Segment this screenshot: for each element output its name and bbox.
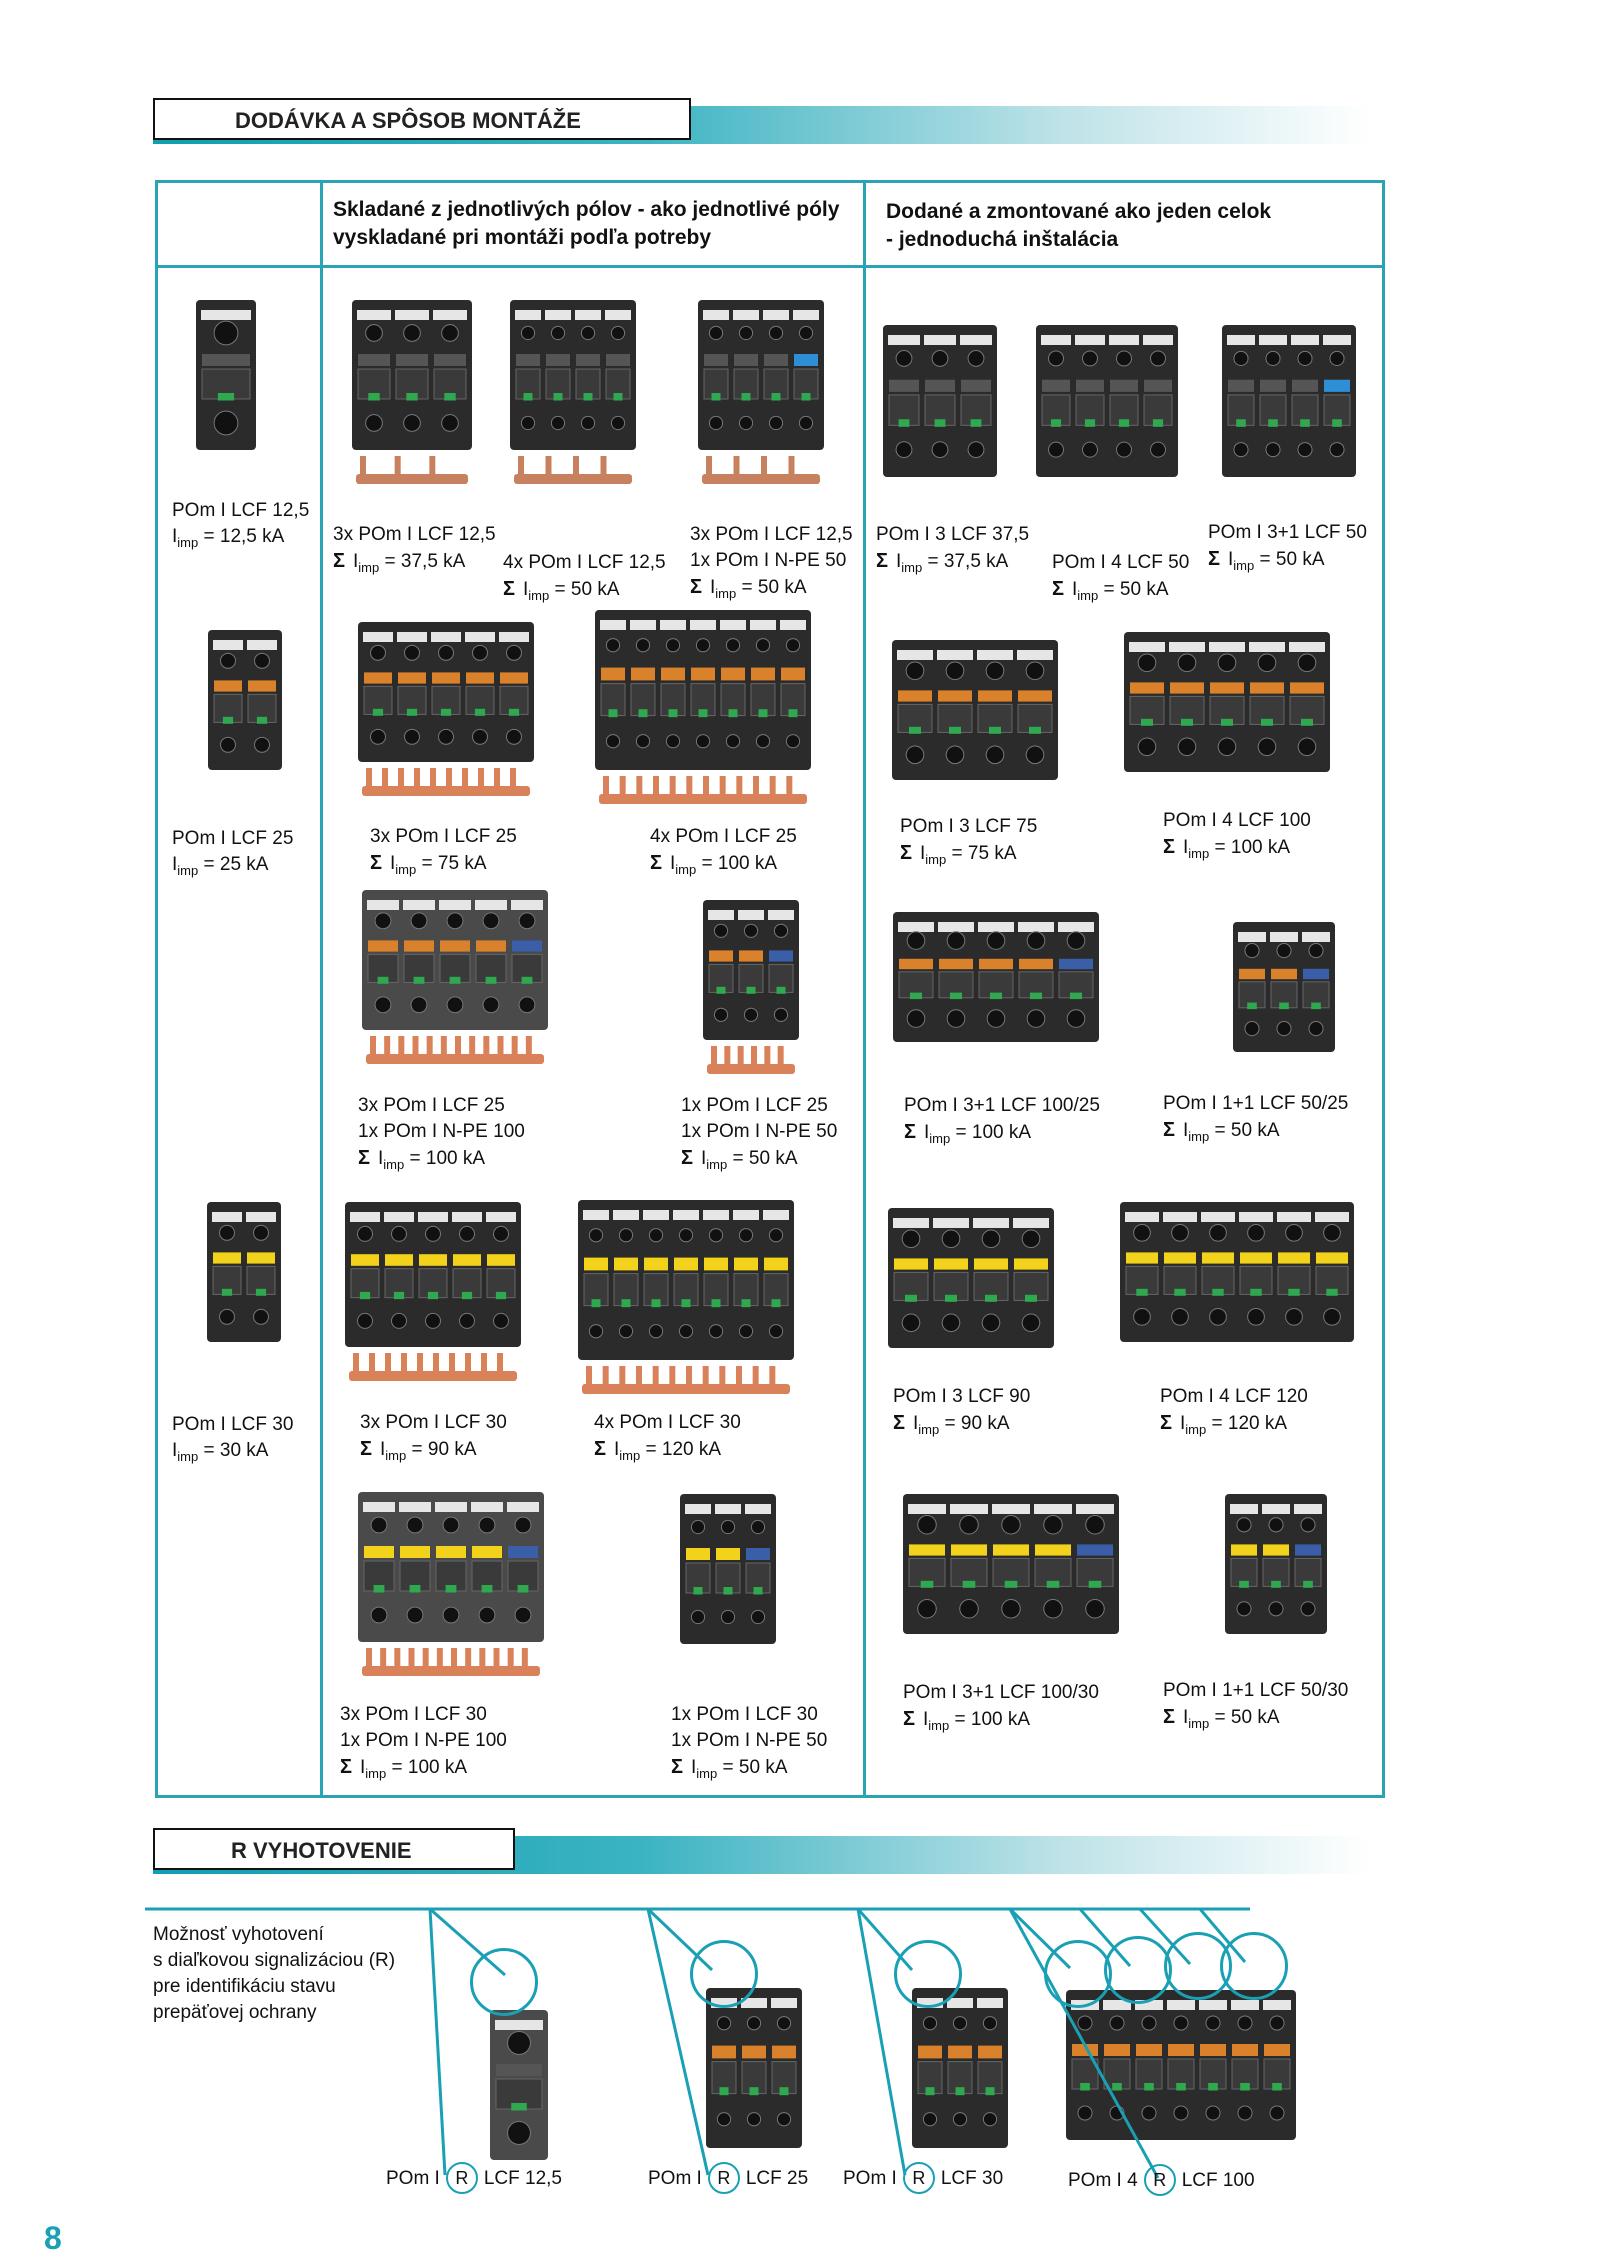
surge-protector-image — [358, 622, 534, 796]
surge-protector-image — [888, 1208, 1054, 1348]
label-single-12-5: POm I LCF 12,5 Iimp = 12,5 kA — [172, 500, 310, 550]
label-single-30: POm I LCF 30 Iimp = 30 kA — [172, 1414, 294, 1464]
r-highlight-ring — [470, 1948, 538, 2016]
surge-protector-image — [703, 900, 799, 1074]
surge-protector-image — [1222, 325, 1356, 477]
column-header-assembled: Dodané a zmontované ako jeden celok - je… — [886, 200, 1272, 251]
surge-protector-image — [698, 300, 824, 484]
surge-protector-image — [358, 1492, 544, 1676]
r-mark-icon: R — [1143, 2164, 1176, 2196]
r-highlight-ring — [1220, 1932, 1288, 2000]
surge-protector-image — [1233, 922, 1335, 1052]
r-highlight-ring — [1044, 1940, 1112, 2008]
surge-protector-image — [912, 1988, 1008, 2148]
surge-protector-image — [1124, 632, 1330, 772]
surge-protector-image — [680, 1494, 776, 1644]
r-highlight-ring — [894, 1940, 962, 2008]
r-highlight-ring — [1104, 1936, 1172, 2004]
surge-protector-image — [883, 325, 997, 477]
surge-protector-image — [1066, 1990, 1296, 2140]
surge-protector-image — [490, 2010, 548, 2160]
surge-protector-image — [706, 1988, 802, 2148]
section-header-delivery: DODÁVKA A SPÔSOB MONTÁŽE — [153, 98, 1370, 144]
surge-protector-image — [362, 890, 548, 1064]
surge-protector-image — [208, 630, 282, 770]
surge-protector-image — [903, 1494, 1119, 1634]
r-highlight-ring — [690, 1940, 758, 2008]
surge-protector-image — [595, 610, 811, 804]
column-header-stacked: Skladané z jednotlivých pólov - ako jedn… — [333, 198, 840, 249]
surge-protector-image — [207, 1202, 281, 1342]
r-description: Možnosť vyhotovení s diaľkovou signalizá… — [153, 1924, 396, 2023]
surge-protector-image — [1120, 1202, 1354, 1342]
surge-protector-image — [892, 640, 1058, 780]
section-title-delivery: DODÁVKA A SPÔSOB MONTÁŽE — [153, 98, 691, 140]
section-title-r-version: R VYHOTOVENIE — [153, 1828, 515, 1870]
page-number: 8 — [44, 2220, 62, 2256]
surge-protector-image — [893, 912, 1099, 1042]
label-single-25: POm I LCF 25 Iimp = 25 kA — [172, 828, 294, 878]
r-mark-icon: R — [707, 2162, 740, 2194]
surge-protector-image — [510, 300, 636, 484]
surge-protector-image — [352, 300, 472, 484]
surge-protector-image — [578, 1200, 794, 1394]
surge-protector-image — [1036, 325, 1178, 477]
surge-protector-image — [196, 300, 256, 450]
surge-protector-image — [1225, 1494, 1327, 1634]
r-mark-icon: R — [902, 2162, 935, 2194]
surge-protector-image — [345, 1202, 521, 1381]
r-mark-icon: R — [445, 2162, 478, 2194]
